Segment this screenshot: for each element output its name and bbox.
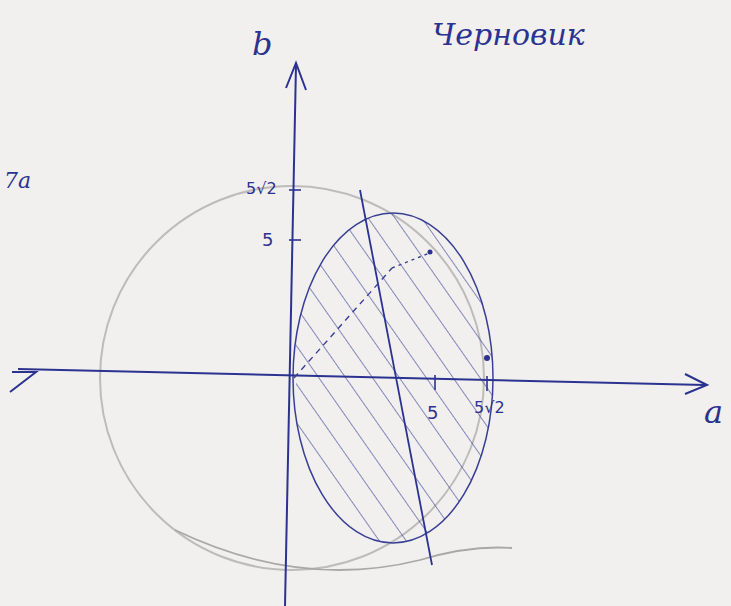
tick bbox=[289, 189, 301, 191]
axis-label: a bbox=[704, 396, 723, 428]
axis-arrow bbox=[685, 374, 707, 394]
pencil-curve bbox=[175, 530, 512, 570]
a-axis bbox=[18, 369, 705, 385]
b-axis bbox=[285, 65, 296, 606]
dashed-line bbox=[392, 252, 432, 268]
straight-line bbox=[360, 190, 432, 565]
axis-stroke bbox=[10, 372, 36, 392]
dashed-line bbox=[294, 268, 392, 378]
draft-title: Черновик bbox=[432, 20, 585, 50]
tick-value: 5 bbox=[262, 231, 273, 249]
tick-value: 5√2 bbox=[246, 181, 277, 197]
axis-label: b bbox=[252, 28, 272, 60]
tick bbox=[434, 375, 436, 390]
point bbox=[428, 250, 433, 255]
tick-value: 5√2 bbox=[474, 400, 505, 416]
tick bbox=[486, 376, 488, 391]
axis-arrow bbox=[286, 63, 306, 90]
problem-number: 7a bbox=[4, 170, 31, 192]
point bbox=[484, 355, 490, 361]
tick bbox=[289, 239, 301, 241]
tick-value: 5 bbox=[427, 404, 438, 422]
